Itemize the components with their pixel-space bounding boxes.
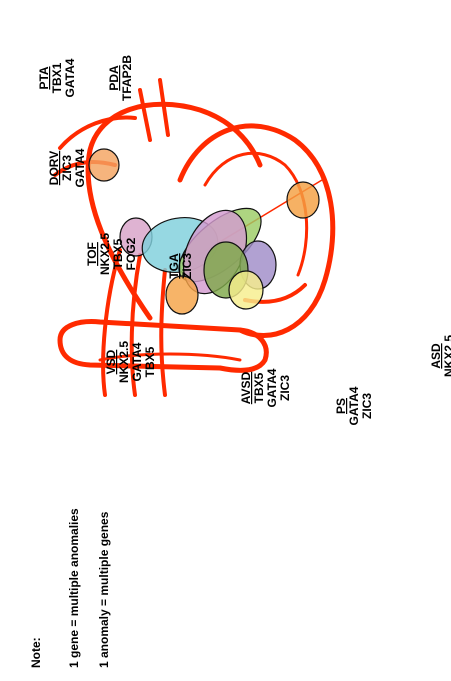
- blob-orange-pda: [89, 149, 119, 181]
- gene-pta-1: TBX1: [50, 62, 64, 93]
- anomaly-blobs: [89, 149, 319, 314]
- gene-ps-2: ZIC3: [360, 393, 374, 419]
- gene-avsd-3: ZIC3: [278, 375, 292, 401]
- gene-dorv-2: GATA4: [73, 148, 87, 187]
- gene-pta-2: GATA4: [63, 58, 77, 97]
- anomaly-title-tof: TOF: [85, 242, 99, 266]
- note-line-2: 1 anomaly = multiple genes: [97, 511, 111, 668]
- gene-vsd-2: GATA4: [130, 342, 144, 381]
- blob-orange-ps: [166, 276, 198, 314]
- gene-asd-1: NKX2.5: [442, 335, 451, 377]
- gene-tof-1: NKX2.5: [98, 233, 112, 275]
- note: Note: 1 gene = multiple anomalies 1 anom…: [29, 508, 111, 668]
- gene-ps-1: GATA4: [347, 386, 361, 425]
- gene-vsd-1: NKX2.5: [117, 341, 131, 383]
- gene-tof-2: TBX5: [111, 238, 125, 269]
- anomaly-title-pta: PTA: [37, 66, 51, 89]
- note-line-1: 1 gene = multiple anomalies: [67, 508, 81, 668]
- anomaly-title-vsd: VSD: [104, 349, 118, 374]
- gene-pda-1: TFAP2B: [120, 55, 134, 101]
- vessel-left-tubes: [140, 80, 168, 140]
- gene-avsd-2: GATA4: [265, 368, 279, 407]
- anomaly-title-ps: PS: [334, 398, 348, 414]
- gene-dorv-1: ZIC3: [60, 155, 74, 181]
- blob-orange-vsd: [287, 182, 319, 218]
- anomaly-title-dorv: DORV: [47, 151, 61, 185]
- blob-yellow-asd: [229, 271, 263, 309]
- gene-tga-1: ZIC3: [180, 253, 194, 279]
- gene-tof-3: FOG2: [124, 237, 138, 270]
- gene-vsd-3: TBX5: [143, 346, 157, 377]
- anomaly-title-tga: TGA: [167, 253, 181, 279]
- note-label: Note:: [29, 637, 43, 668]
- anomaly-title-avsd: AVSD: [239, 371, 253, 404]
- vessel-down-3: [161, 270, 165, 395]
- anomaly-title-pda: PDA: [107, 65, 121, 91]
- anomaly-title-asd: ASD: [429, 343, 443, 369]
- gene-avsd-1: TBX5: [252, 372, 266, 403]
